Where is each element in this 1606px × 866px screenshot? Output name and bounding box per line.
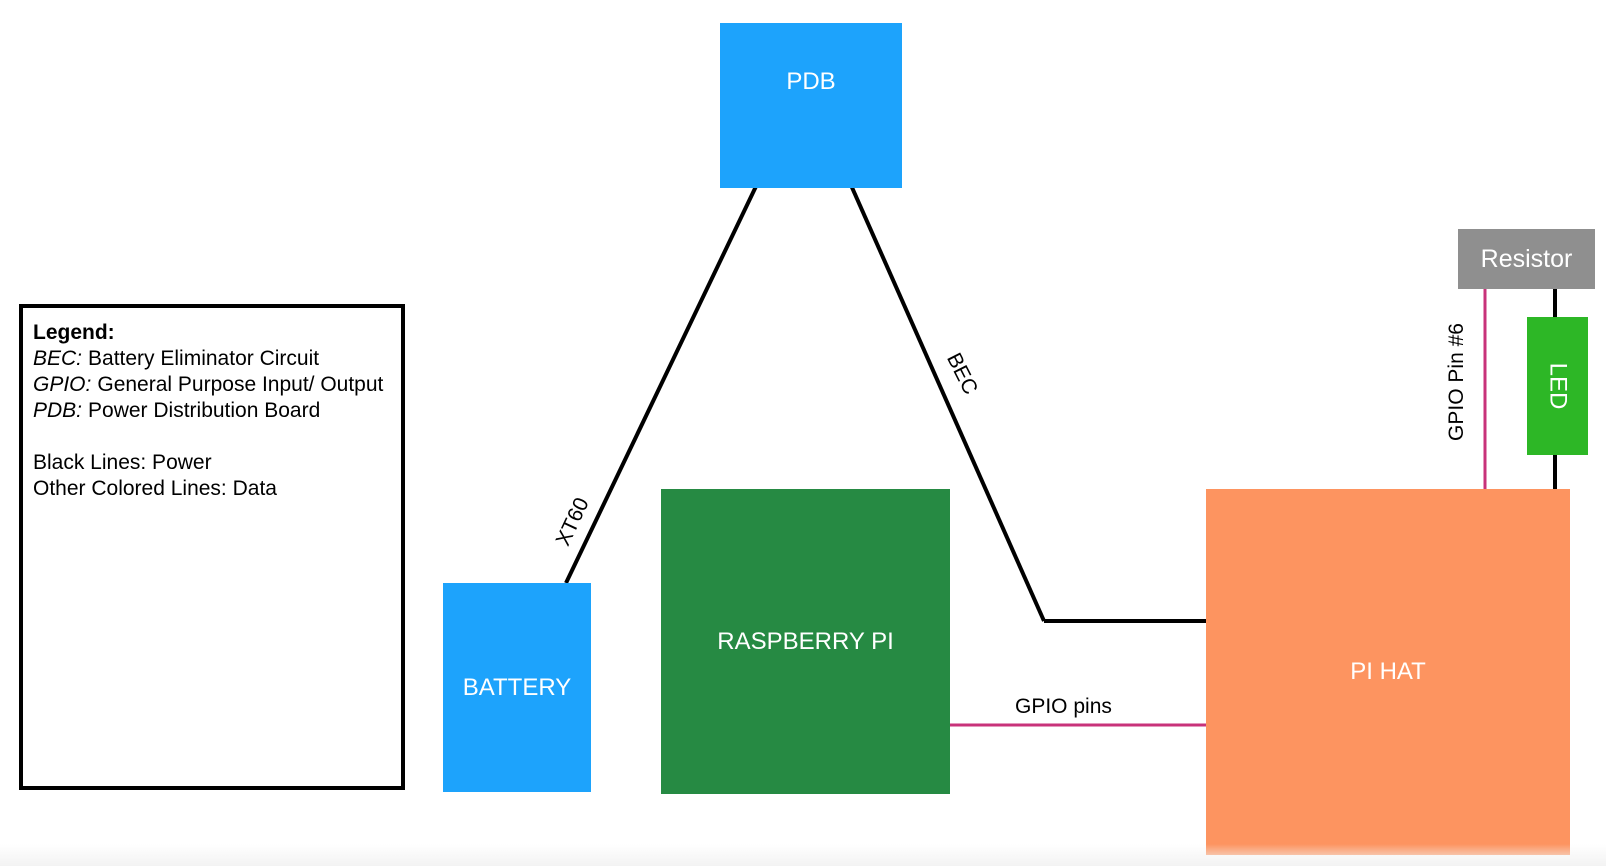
bec-power-line-diagonal [829, 139, 1046, 622]
legend-definition: Power Distribution Board [88, 399, 321, 422]
legend-entry: PDB: Power Distribution Board [33, 398, 391, 424]
legend-title: Legend: [33, 321, 115, 344]
legend-entry: GPIO: General Purpose Input/ Output [33, 372, 391, 398]
xt60-power-line [564, 154, 773, 584]
legend-abbr: BEC: [33, 347, 83, 370]
pi-hat-label: PI HAT [1350, 658, 1426, 685]
battery-label: BATTERY [462, 673, 572, 701]
raspberry-pi-label: RASPBERRY PI [717, 627, 894, 655]
pdb-block: PDB [720, 23, 902, 188]
gpio-pins-connection-label: GPIO pins [1015, 695, 1112, 718]
resistor-label: Resistor [1480, 244, 1573, 273]
raspberry-pi-block: RASPBERRY PI [661, 489, 950, 794]
legend-spacer [33, 424, 391, 450]
legend-note-data: Other Colored Lines: Data [33, 477, 277, 500]
legend-entry: BEC: Battery Eliminator Circuit [33, 346, 391, 372]
page-bottom-shade [0, 844, 1606, 866]
led-block: LED [1527, 317, 1588, 455]
led-label: LED [1544, 362, 1572, 410]
legend-definition: Battery Eliminator Circuit [88, 347, 320, 370]
legend-note-power: Black Lines: Power [33, 451, 212, 474]
resistor-block: Resistor [1458, 229, 1595, 289]
legend-abbr: PDB: [33, 399, 83, 422]
legend-box: Legend: BEC: Battery Eliminator Circuit … [19, 304, 405, 790]
gpio-pin-6-connection-label: GPIO Pin #6 [1444, 323, 1468, 441]
pi-hat-block: PI HAT [1206, 489, 1570, 855]
legend-definition: General Purpose Input/ Output [97, 373, 384, 396]
legend-abbr: GPIO: [33, 373, 92, 396]
pdb-label: PDB [786, 68, 836, 95]
battery-block: BATTERY [443, 583, 591, 792]
